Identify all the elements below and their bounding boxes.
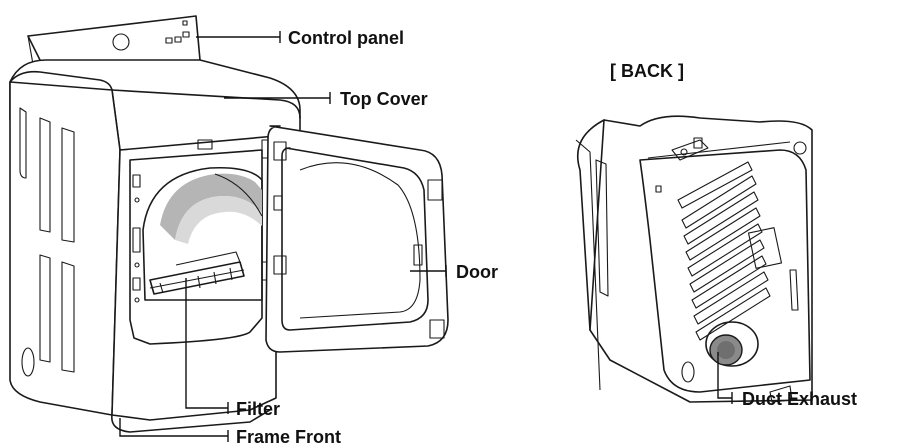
drum-shade <box>160 173 262 240</box>
back-panel <box>639 149 811 393</box>
dryer-back-illustration <box>575 115 813 403</box>
label-frame-front: Frame Front <box>236 427 341 447</box>
drum-interior <box>142 166 263 301</box>
label-control-panel: Control panel <box>288 28 404 48</box>
dryer-front-illustration <box>9 15 449 433</box>
lint-filter <box>149 261 245 295</box>
leader-lines <box>119 31 733 442</box>
label-door: Door <box>456 262 498 282</box>
label-top-cover: Top Cover <box>340 89 428 109</box>
duct-exhaust <box>705 321 759 367</box>
door <box>265 125 449 353</box>
door-opening <box>129 149 263 345</box>
label-back-title: [ BACK ] <box>610 61 684 81</box>
back-cabinet <box>589 115 813 403</box>
vent-louvers <box>677 161 771 341</box>
top-cover <box>9 70 121 151</box>
label-filter: Filter <box>236 399 280 419</box>
control-knob <box>112 33 130 51</box>
label-duct-exhaust: Duct Exhaust <box>742 389 857 409</box>
